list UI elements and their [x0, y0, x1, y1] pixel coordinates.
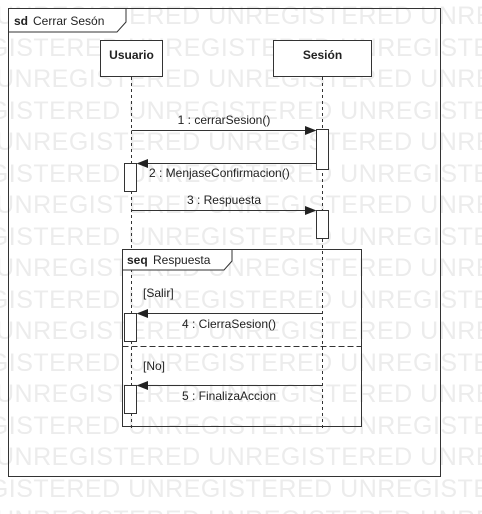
- lifeline-head-usuario[interactable]: [100, 40, 163, 77]
- lifeline-head-sesion[interactable]: [273, 40, 372, 77]
- activation-usuario-2[interactable]: [124, 313, 137, 342]
- watermark-row: UNREGISTERED UNREGISTERED UNREGISTERED U…: [0, 128, 482, 156]
- activation-sesion-2[interactable]: [316, 210, 329, 239]
- watermark-row: UNREGISTERED UNREGISTERED UNREGISTERED U…: [0, 411, 482, 440]
- watermark-row: UNREGISTERED UNREGISTERED UNREGISTERED U…: [0, 96, 482, 125]
- message-3-label: 3 : Respuesta: [187, 193, 261, 207]
- watermark-row: UNREGISTERED UNREGISTERED UNREGISTERED U…: [0, 65, 482, 93]
- fragment-frame: [122, 249, 362, 427]
- message-5-arrowhead: [136, 381, 148, 390]
- watermark-row: UNREGISTERED UNREGISTERED UNREGISTERED U…: [0, 159, 482, 188]
- guard-salir: [Salir]: [143, 286, 174, 300]
- fragment-keyword: seq: [127, 253, 148, 267]
- message-2-line[interactable]: [143, 163, 317, 170]
- watermark-row: UNREGISTERED UNREGISTERED UNREGISTERED U…: [0, 33, 482, 62]
- activation-usuario-1[interactable]: [124, 163, 137, 192]
- frame-tab: [8, 8, 127, 33]
- watermark-row: UNREGISTERED UNREGISTERED UNREGISTERED U…: [0, 443, 482, 471]
- message-1-label: 1 : cerrarSesion(): [178, 113, 271, 127]
- lifeline-label-usuario: Usuario: [109, 48, 154, 62]
- watermark-row: UNREGISTERED UNREGISTERED UNREGISTERED U…: [0, 222, 482, 251]
- message-3-arrowhead: [305, 206, 317, 215]
- watermark-row: UNREGISTERED UNREGISTERED UNREGISTERED U…: [0, 348, 482, 377]
- message-5-label: 5 : FinalizaAccion: [182, 389, 276, 403]
- watermark-row: UNREGISTERED UNREGISTERED UNREGISTERED U…: [0, 508, 482, 514]
- activation-usuario-3[interactable]: [124, 385, 137, 414]
- watermark-row: UNREGISTERED UNREGISTERED UNREGISTERED U…: [0, 317, 482, 345]
- message-1-arrowhead: [305, 126, 317, 135]
- lifeline-label-sesion: Sesión: [303, 48, 342, 62]
- fragment-name: Respuesta: [153, 253, 211, 267]
- message-4-arrowhead: [136, 309, 148, 318]
- frame-keyword: sd: [14, 14, 28, 28]
- frame-title: Cerrar Sesón: [33, 14, 104, 28]
- message-2-arrowhead: [136, 159, 148, 168]
- diagram-frame: [8, 8, 441, 477]
- fragment-tab: [122, 249, 233, 271]
- activation-sesion-1[interactable]: [316, 129, 329, 170]
- watermark-row: UNREGISTERED UNREGISTERED UNREGISTERED U…: [0, 191, 482, 219]
- message-4-label: 4 : CierraSesion(): [182, 317, 276, 331]
- watermark-row: UNREGISTERED UNREGISTERED UNREGISTERED U…: [0, 285, 482, 314]
- watermark-row: UNREGISTERED UNREGISTERED UNREGISTERED U…: [0, 474, 482, 503]
- watermark-row: UNREGISTERED UNREGISTERED UNREGISTERED U…: [0, 254, 482, 282]
- message-2-label: 2 : MenjaseConfirmacion(): [149, 166, 290, 180]
- guard-no: [No]: [143, 359, 165, 373]
